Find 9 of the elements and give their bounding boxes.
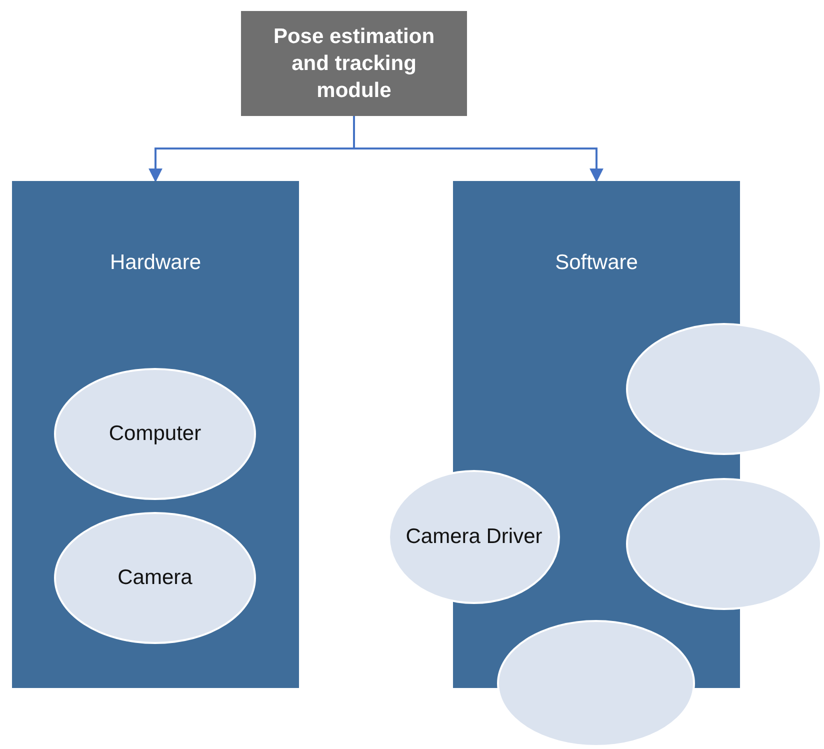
component-label: Camera Driver	[406, 524, 542, 550]
arrow	[353, 116, 604, 182]
module-box	[241, 11, 467, 116]
module-title: Pose estimation and tracking module	[272, 24, 436, 104]
component-label: Computer	[108, 421, 202, 448]
panel-heading: Software	[555, 250, 638, 276]
component-label: Camera	[118, 565, 192, 592]
panel-heading: Hardware	[110, 250, 202, 276]
category-panel	[12, 181, 299, 688]
